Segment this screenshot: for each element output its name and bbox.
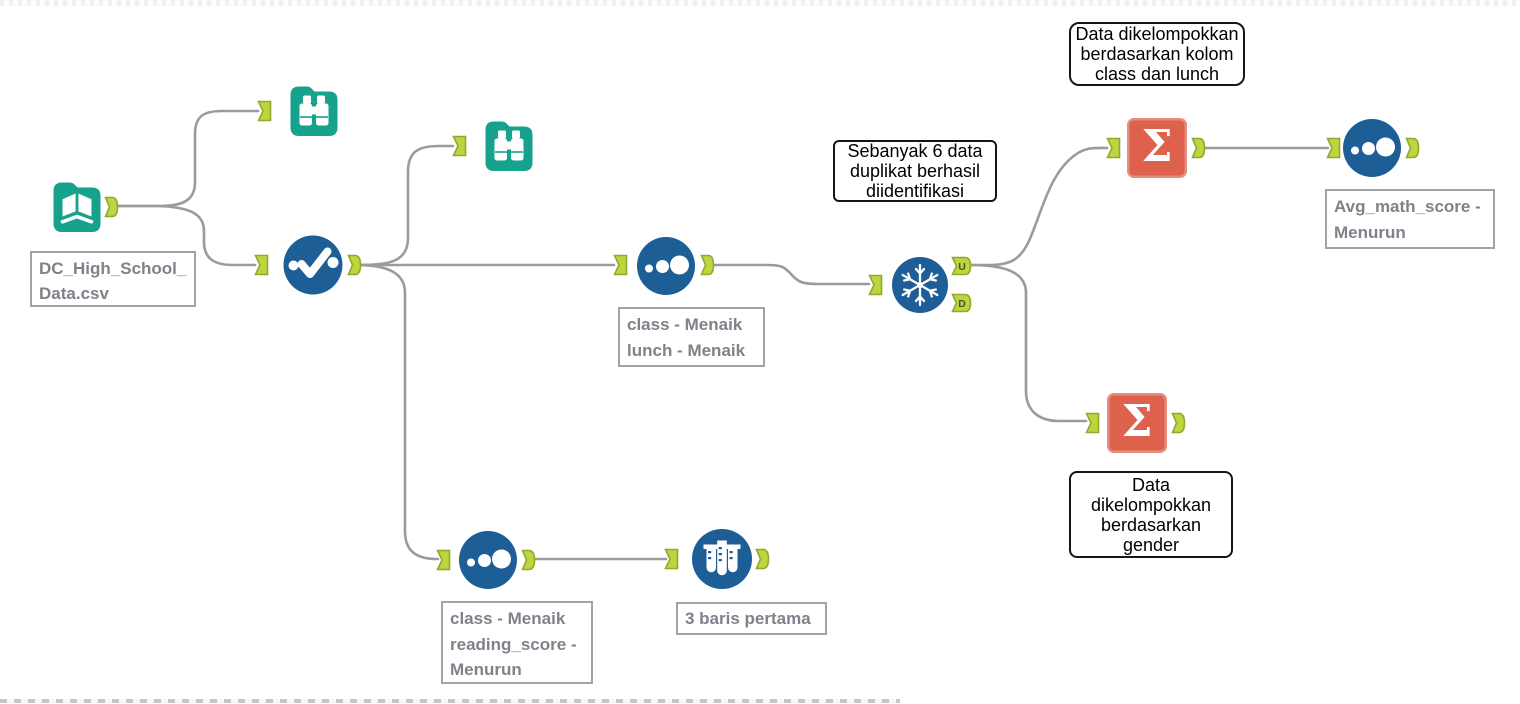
- input-data-output-anchor[interactable]: [104, 196, 119, 218]
- input-data-annotation[interactable]: DC_High_School_ Data.csv: [30, 251, 196, 307]
- open-book-icon: [60, 193, 94, 224]
- sort-class-reading-output-anchor[interactable]: [521, 549, 536, 571]
- sort-class-lunch-output-anchor[interactable]: [700, 254, 715, 276]
- checkmark-icon: [288, 247, 339, 278]
- wire-input-to-select[interactable]: [109, 204, 257, 267]
- wire-select-to-sort-class-reading[interactable]: [359, 263, 440, 561]
- comment-line: Data dikelompokkan: [1075, 24, 1239, 44]
- sort-dots-icon: [645, 255, 689, 275]
- comment-line: Sebanyak 6 data: [847, 141, 983, 161]
- comment-grouped-class-lunch[interactable]: Data dikelompokkan berdasarkan kolom cla…: [1069, 22, 1245, 86]
- select-tool-icon[interactable]: [282, 234, 344, 296]
- comment-line: berdasarkan kolom: [1080, 44, 1234, 64]
- sort-dots-icon: [1351, 137, 1395, 157]
- sample-annotation[interactable]: 3 baris pertama: [676, 602, 827, 635]
- comment-line: Data: [1131, 474, 1171, 495]
- wire-select-to-browse-mid[interactable]: [359, 144, 455, 267]
- summarize-gender-tool-icon[interactable]: Σ: [1107, 393, 1167, 453]
- browse-top-input-anchor[interactable]: [257, 100, 272, 122]
- annotation-line: class - Menaik: [627, 315, 743, 334]
- summarize-gender-input-anchor[interactable]: [1085, 412, 1100, 434]
- annotation-line: reading_score -: [450, 634, 577, 654]
- sort-class-reading-tool-icon[interactable]: [458, 530, 518, 590]
- comment-line: class dan lunch: [1094, 64, 1220, 84]
- annotation-line: Data.csv: [39, 284, 109, 303]
- wire-input-to-browse-top[interactable]: [109, 109, 260, 208]
- snowflake-icon: [901, 263, 939, 307]
- comment-line: duplikat berhasil: [849, 161, 981, 181]
- wire-sort-to-unique[interactable]: [712, 263, 871, 286]
- unique-tool-icon[interactable]: [891, 256, 949, 314]
- annotation-line: 3 baris pertama: [685, 609, 811, 628]
- annotation-line: DC_High_School_: [39, 259, 187, 278]
- sort-class-lunch-annotation[interactable]: class - Menaik lunch - Menaik: [618, 307, 765, 367]
- unique-u-output-anchor[interactable]: U: [951, 256, 972, 276]
- sample-output-anchor[interactable]: [755, 548, 770, 570]
- comment-line: dikelompokkan: [1090, 494, 1212, 515]
- comment-grouped-gender[interactable]: Data dikelompokkan berdasarkan gender: [1069, 471, 1233, 558]
- annotation-line: class - Menaik: [450, 609, 566, 628]
- summarize-class-lunch-tool-icon[interactable]: Σ: [1127, 118, 1187, 178]
- comment-line: berdasarkan: [1100, 514, 1202, 535]
- sort-avg-math-input-anchor[interactable]: [1326, 137, 1341, 159]
- sigma-icon: Σ: [1121, 395, 1153, 447]
- annotation-line: Avg_math_score -: [1334, 197, 1481, 216]
- sort-avg-math-tool-icon[interactable]: [1342, 118, 1402, 178]
- sort-dots-icon: [467, 549, 511, 569]
- sort-class-reading-input-anchor[interactable]: [436, 549, 451, 571]
- comment-duplicates[interactable]: Sebanyak 6 data duplikat berhasil diiden…: [833, 140, 997, 202]
- sort-class-lunch-input-anchor[interactable]: [613, 254, 628, 276]
- wire-unique-u-to-summarize-gender[interactable]: [968, 263, 1088, 423]
- annotation-line: Menurun: [1334, 223, 1406, 242]
- browse-top-tool-icon[interactable]: [284, 81, 344, 141]
- sample-tool-icon[interactable]: [691, 528, 753, 590]
- comment-line: diidentifikasi: [865, 181, 965, 201]
- browse-mid-input-anchor[interactable]: [452, 135, 467, 157]
- comment-line: gender: [1122, 534, 1180, 555]
- select-output-anchor[interactable]: [347, 254, 362, 276]
- sort-class-reading-annotation[interactable]: class - Menaik reading_score - Menurun: [441, 601, 593, 684]
- sort-avg-math-output-anchor[interactable]: [1405, 137, 1420, 159]
- unique-input-anchor[interactable]: [868, 274, 883, 296]
- input-data-tool-icon[interactable]: [47, 177, 107, 237]
- test-tubes-icon: [703, 540, 741, 576]
- sample-input-anchor[interactable]: [664, 548, 679, 570]
- summarize-class-lunch-input-anchor[interactable]: [1106, 137, 1121, 159]
- unique-d-output-anchor[interactable]: D: [951, 293, 972, 313]
- wire-unique-u-to-summarize-class-lunch[interactable]: [968, 146, 1109, 267]
- sort-avg-math-annotation[interactable]: Avg_math_score - Menurun: [1325, 189, 1495, 249]
- browse-mid-tool-icon[interactable]: [479, 116, 539, 176]
- sort-class-lunch-tool-icon[interactable]: [636, 236, 696, 296]
- anchor-letter-d: D: [958, 298, 966, 310]
- binoculars-icon: [494, 130, 524, 161]
- sigma-icon: Σ: [1141, 120, 1173, 172]
- summarize-gender-output-anchor[interactable]: [1171, 412, 1186, 434]
- select-input-anchor[interactable]: [254, 254, 269, 276]
- annotation-line: lunch - Menaik: [627, 341, 746, 360]
- summarize-class-lunch-output-anchor[interactable]: [1191, 137, 1206, 159]
- anchor-letter-u: U: [958, 261, 966, 273]
- annotation-line: Menurun: [450, 660, 522, 679]
- binoculars-icon: [299, 95, 329, 126]
